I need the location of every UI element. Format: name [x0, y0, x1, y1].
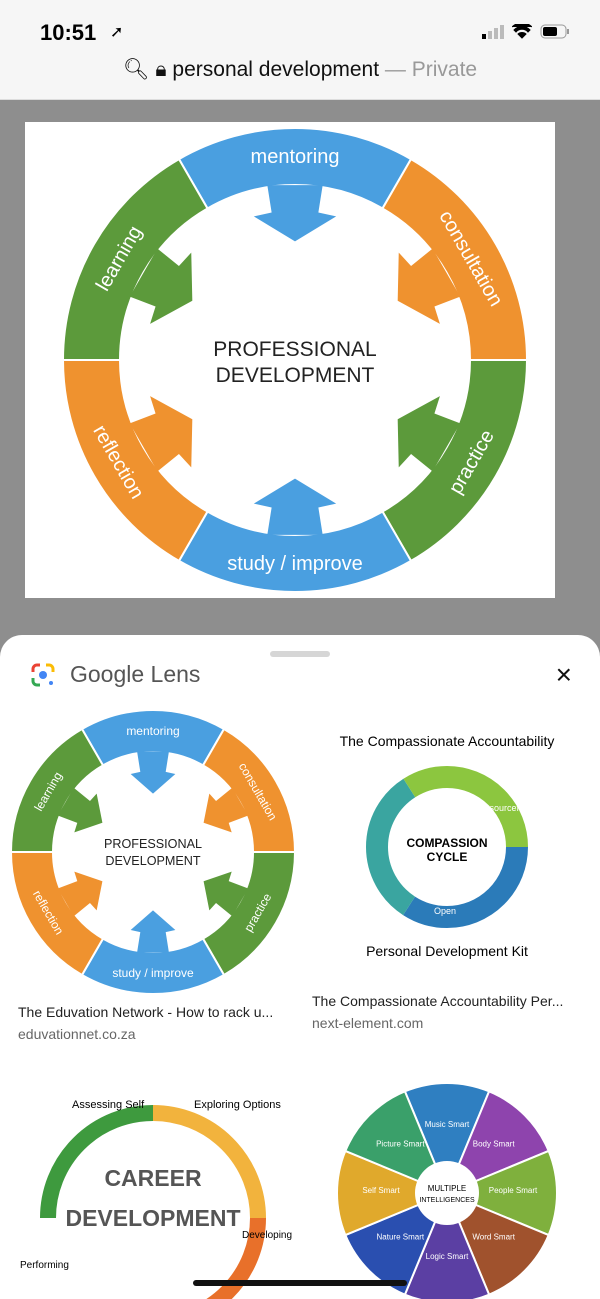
cycle-title: CYCLE — [427, 850, 468, 864]
location-icon: ➚ — [110, 24, 124, 41]
drag-handle[interactable] — [270, 651, 330, 657]
wheel-segment — [403, 1190, 491, 1299]
wheel-segment — [444, 1149, 558, 1237]
battery-icon — [540, 24, 569, 39]
result-image[interactable]: CAREER DEVELOPMENT Assessing Self Explor… — [12, 1068, 294, 1299]
private-label: Private — [411, 58, 478, 81]
career-step: Performing — [20, 1260, 69, 1271]
career-title: DEVELOPMENT — [65, 1205, 240, 1231]
result-source[interactable]: next-element.com — [312, 1015, 424, 1031]
wheel-segment — [445, 1191, 550, 1296]
diagram-title: DEVELOPMENT — [216, 364, 375, 387]
wheel-segment — [336, 1149, 450, 1237]
segment-label: study / improve — [227, 553, 363, 575]
arrow-icon — [253, 185, 337, 242]
thumbnail-compassion-cycle: COMPASSION CYCLE Persistent Resourceful … — [340, 733, 555, 959]
result-title[interactable]: The Eduvation Network - How to rack u... — [18, 1004, 274, 1020]
lens-title: Google Lens — [70, 661, 201, 687]
wheel-title: MULTIPLE — [428, 1184, 467, 1193]
wifi-icon — [512, 24, 532, 39]
arrow-icon — [130, 910, 176, 953]
kit-title: The Compassionate Accountability — [340, 733, 555, 749]
arrow-icon — [203, 787, 249, 833]
career-step: Assessing Self — [72, 1099, 145, 1111]
diagram-segment — [12, 727, 105, 853]
search-icon: 🔍︎ — [122, 58, 150, 81]
close-button[interactable]: × — [555, 659, 572, 690]
arrow-icon — [129, 396, 193, 472]
wheel-title: INTELLIGENCES — [419, 1197, 475, 1204]
arrow-icon — [130, 751, 176, 794]
wheel-segment — [445, 1090, 550, 1195]
lock-icon: 🔒︎ — [155, 58, 167, 81]
arrow-icon — [57, 871, 103, 917]
status-icons — [482, 24, 570, 39]
intelligence-label: Picture Smart — [376, 1139, 425, 1148]
arrow-icon — [253, 478, 337, 535]
intelligence-label: Nature Smart — [377, 1233, 425, 1242]
segment-label: mentoring — [251, 146, 340, 168]
result-title[interactable]: The Compassionate Accountability Per... — [312, 993, 564, 1009]
diagram-title: PROFESSIONAL — [213, 338, 376, 361]
wheel-center — [415, 1161, 479, 1225]
intelligence-label: People Smart — [489, 1186, 538, 1195]
google-lens-icon — [31, 663, 55, 686]
cycle-label: Open — [434, 906, 456, 916]
intelligence-label: Body Smart — [473, 1139, 516, 1148]
diagram-title: DEVELOPMENT — [105, 854, 200, 868]
cellular-signal-icon — [482, 24, 504, 39]
arrow-icon — [397, 396, 461, 472]
intelligence-label: Self Smart — [362, 1186, 400, 1195]
segment-label: mentoring — [126, 724, 179, 738]
result-image[interactable]: COMPASSION CYCLE Persistent Resourceful … — [306, 711, 588, 982]
separator: — — [384, 58, 406, 81]
intelligence-label: Music Smart — [425, 1120, 470, 1129]
cycle-title: COMPASSION — [406, 836, 487, 850]
diagram-title: PROFESSIONAL — [104, 837, 202, 851]
career-step: Developing Skills — [242, 1230, 294, 1241]
search-query: personal development — [172, 58, 380, 81]
segment-label: study / improve — [112, 966, 194, 980]
wheel-segment — [403, 1082, 491, 1196]
career-step: Exploring Options — [194, 1099, 281, 1111]
career-title: CAREER — [104, 1165, 202, 1191]
address-bar[interactable]: 🔍︎ 🔒︎ personal development — Private — [0, 58, 600, 82]
result-source[interactable]: eduvationnet.co.za — [18, 1026, 136, 1042]
arrow-icon — [57, 787, 103, 833]
home-indicator[interactable] — [193, 1280, 407, 1286]
thumbnail-career-development: CAREER DEVELOPMENT Assessing Self Explor… — [20, 1099, 294, 1299]
intelligence-label: Word Smart — [472, 1233, 515, 1242]
arrow-icon — [397, 248, 461, 324]
status-time: 10:51 — [40, 20, 97, 45]
arrow-icon — [129, 248, 193, 324]
diagram-segment — [201, 727, 294, 853]
browser-header: 10:51 ➚ 🔍︎ 🔒︎ personal development — Pri… — [0, 0, 600, 100]
intelligence-label: Logic Smart — [426, 1252, 469, 1261]
lens-header: Google Lens — [30, 661, 200, 688]
wheel-segment — [344, 1191, 449, 1296]
kit-subtitle: Personal Development Kit — [366, 943, 528, 959]
cycle-label: Persistent — [401, 813, 442, 823]
cycle-label: Resourceful — [478, 803, 526, 813]
wheel-segment — [344, 1090, 449, 1195]
diagram-segment — [12, 851, 105, 977]
arrow-icon — [203, 871, 249, 917]
diagram-segment — [61, 157, 209, 361]
